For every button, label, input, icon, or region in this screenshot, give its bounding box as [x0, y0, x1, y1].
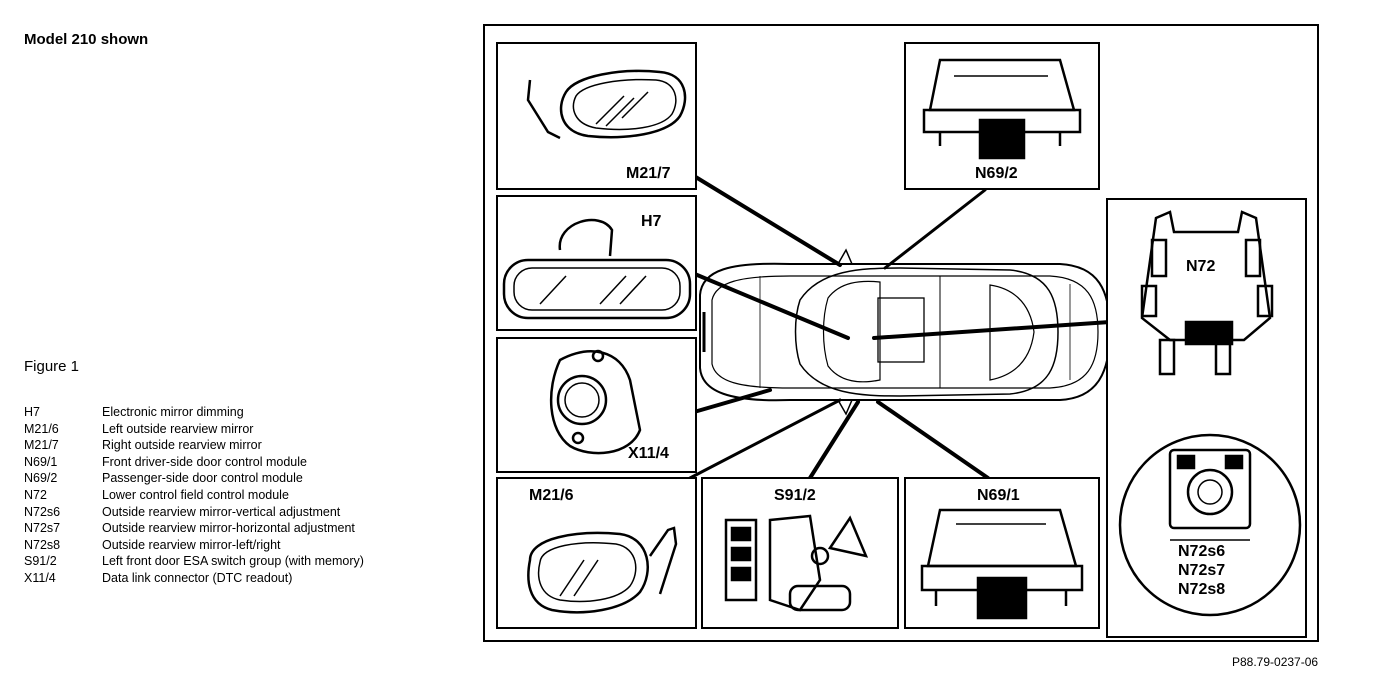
- panel-n69-1: N69/1: [904, 477, 1100, 629]
- figure-reference-number: P88.79-0237-06: [1232, 655, 1319, 669]
- label-m21-7: M21/7: [626, 165, 671, 182]
- label-n72s8: N72s8: [1178, 581, 1225, 598]
- legend-code: N72s6: [24, 504, 61, 519]
- label-n72s7: N72s7: [1178, 562, 1225, 579]
- label-n69-2: N69/2: [975, 165, 1018, 182]
- leader-lines: [688, 174, 1213, 480]
- legend-row: S91/2 Left front door ESA switch group (w…: [24, 553, 364, 570]
- legend-row: M21/7 Right outside rearview mirror: [24, 437, 364, 454]
- legend-code: N69/1: [24, 454, 58, 469]
- panel-m21-6: M21/6: [496, 477, 697, 629]
- legend-desc: Right outside rearview mirror: [102, 438, 262, 453]
- label-s91-2: S91/2: [774, 487, 816, 504]
- legend-desc: Left outside rearview mirror: [102, 421, 254, 436]
- legend-row: N72s8 Outside rearview mirror-left/right: [24, 537, 364, 554]
- inside-mirror-icon: [502, 218, 692, 320]
- control-module-icon: [922, 58, 1082, 160]
- data-link-connector-icon: [549, 349, 642, 455]
- detail-circle: [1118, 433, 1302, 617]
- lower-control-module-icon: [1140, 210, 1274, 376]
- legend-desc: Passenger-side door control module: [102, 471, 303, 486]
- legend-row: H7 Electronic mirror dimming: [24, 404, 364, 421]
- component-legend: H7 Electronic mirror dimming M21/6 Left ou…: [24, 404, 364, 587]
- label-x11-4: X11/4: [628, 445, 669, 462]
- legend-code: N69/2: [24, 471, 58, 486]
- legend-code: X11/4: [24, 570, 56, 585]
- left-mirror-icon: [527, 526, 678, 614]
- legend-code: N72s7: [24, 521, 61, 536]
- legend-row: N69/2 Passenger-side door control module: [24, 470, 364, 487]
- legend-row: X11/4 Data link connector (DTC readout): [24, 570, 364, 587]
- mirror-switch-icon: [1168, 448, 1252, 541]
- legend-code: S91/2: [24, 554, 57, 569]
- control-module-icon: [920, 508, 1084, 620]
- legend-desc: Data link connector (DTC readout): [102, 570, 293, 585]
- label-n69-1: N69/1: [977, 487, 1020, 504]
- legend-code: M21/7: [24, 438, 59, 453]
- figure-label: Figure 1: [24, 358, 80, 375]
- right-mirror-icon: [526, 69, 687, 140]
- legend-desc: Front driver-side door control module: [102, 454, 307, 469]
- legend-desc: Outside rearview mirror-vertical adjustm…: [102, 504, 341, 519]
- panel-h7: H7: [496, 195, 697, 331]
- car-top-view: [699, 248, 1112, 416]
- legend-desc: Left front door ESA switch group (with m…: [102, 554, 364, 569]
- legend-row: M21/6 Left outside rearview mirror: [24, 421, 364, 438]
- legend-row: N69/1 Front driver-side door control modu…: [24, 454, 364, 471]
- legend-desc: Outside rearview mirror-left/right: [102, 537, 281, 552]
- panel-x11-4: X11/4: [496, 337, 697, 473]
- page-title: Model 210 shown: [24, 31, 149, 48]
- legend-desc: Outside rearview mirror-horizontal adjus…: [102, 521, 355, 536]
- legend-row: N72s7 Outside rearview mirror-horizontal …: [24, 520, 364, 537]
- panel-n69-2: N69/2: [904, 42, 1100, 190]
- label-m21-6: M21/6: [529, 487, 574, 504]
- label-n72: N72: [1186, 258, 1215, 275]
- legend-desc: Electronic mirror dimming: [102, 405, 244, 419]
- legend-code: N72s8: [24, 537, 61, 552]
- label-n72s6: N72s6: [1178, 543, 1225, 560]
- panel-s91-2: S91/2: [701, 477, 899, 629]
- legend-row: N72s6 Outside rearview mirror-vertical ad…: [24, 504, 364, 521]
- legend-code: N72: [24, 487, 47, 502]
- label-h7: H7: [641, 213, 662, 230]
- legend-code: H7: [24, 405, 40, 419]
- legend-desc: Lower control field control module: [102, 487, 289, 502]
- switch-group-icon: [724, 514, 869, 612]
- panel-n72: N72 N72s6 N72s7 N72s8: [1106, 198, 1307, 638]
- legend-code: M21/6: [24, 421, 59, 436]
- diagram-frame: [483, 24, 1319, 642]
- panel-m21-7: M21/7: [496, 42, 697, 190]
- legend-row: N72 Lower control field control module: [24, 487, 364, 504]
